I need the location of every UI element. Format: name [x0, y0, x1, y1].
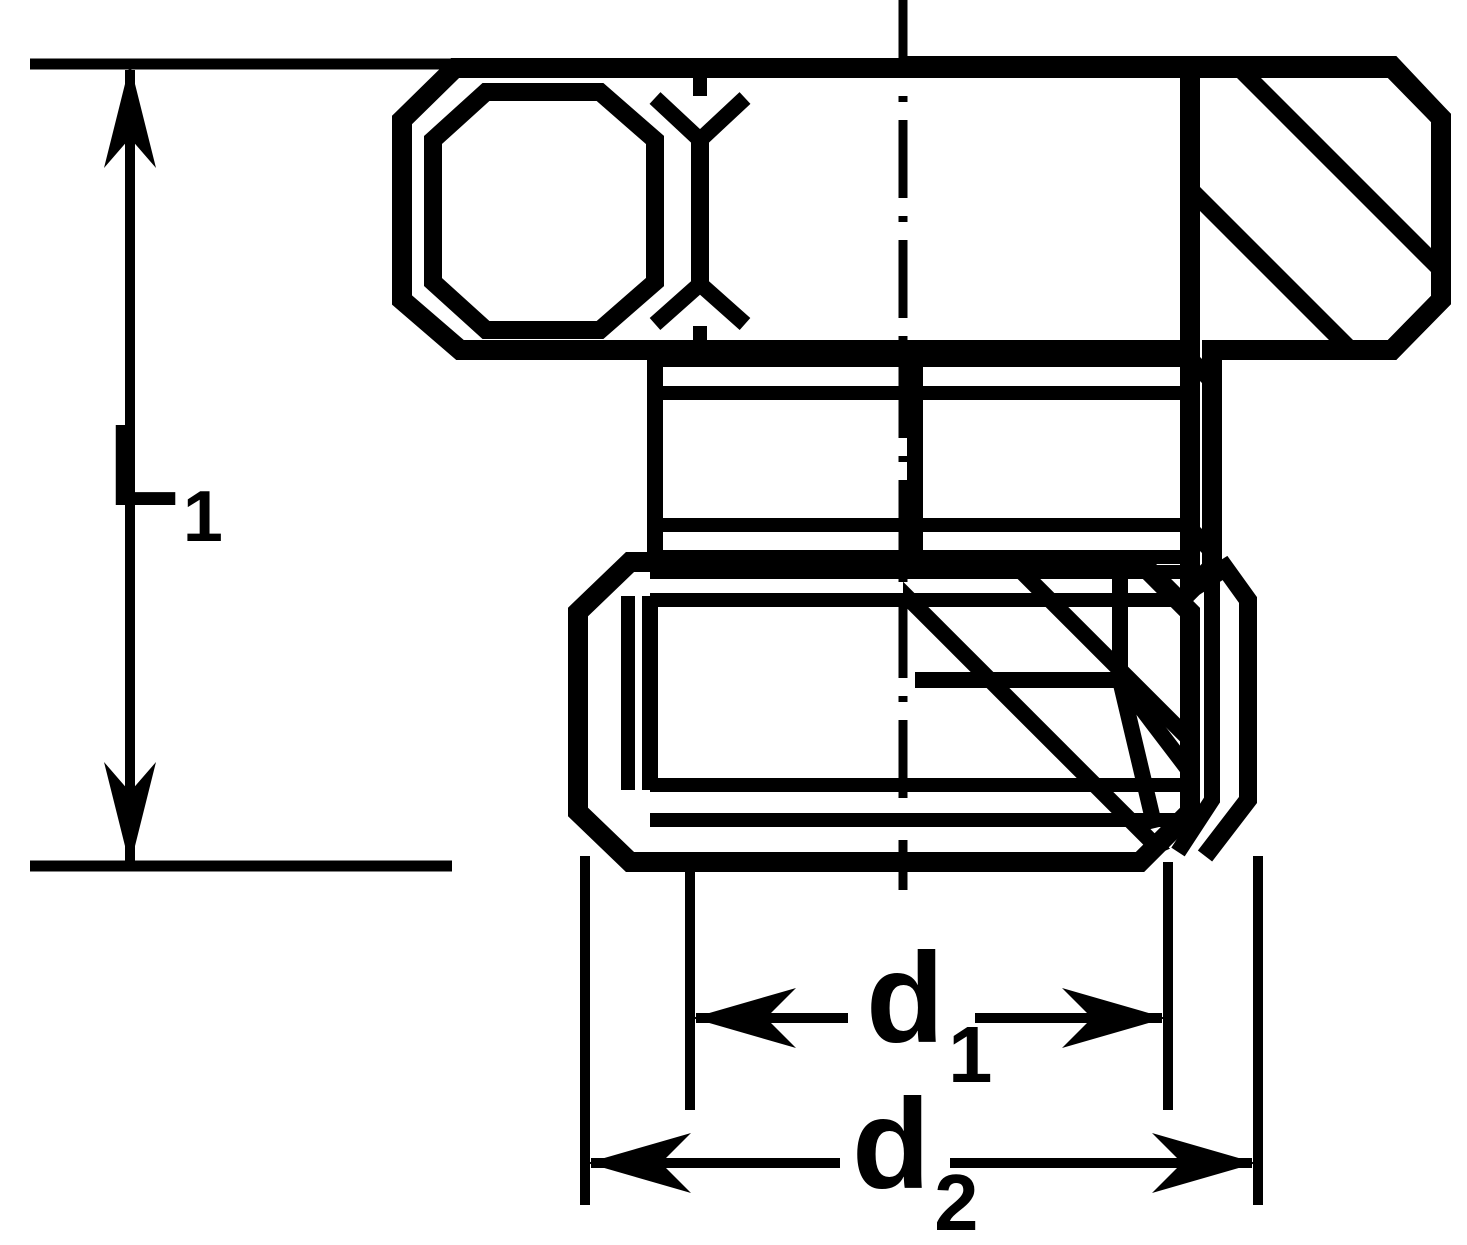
- nut-body-outline: [568, 552, 1200, 872]
- dimension-label-L1-symbol: L: [108, 400, 179, 530]
- shank-right-wall: [1180, 350, 1220, 566]
- dimension-label-d1-symbol: d: [866, 927, 944, 1070]
- internal-bore-chamfer: [915, 560, 1197, 830]
- hex-head-front-face: [424, 83, 664, 339]
- dimension-label-d2-symbol: d: [852, 1073, 930, 1216]
- dimension-label-L1-subscript: 1: [183, 477, 223, 557]
- part-geometry: [392, 56, 1451, 872]
- threaded-shank: [647, 353, 1190, 564]
- dimension-label-d1: d1: [866, 927, 992, 1099]
- dimension-layer: L1 d1 d2: [30, 0, 1263, 1245]
- body-section-hatching: [903, 566, 1190, 866]
- lower-right-chamfer: [1171, 555, 1257, 862]
- dimension-label-d2: d2: [852, 1073, 978, 1245]
- dimension-label-L1: L1: [108, 400, 223, 557]
- head-section-boundary: [903, 56, 1451, 615]
- dimension-label-d1-subscript: 1: [948, 1010, 992, 1099]
- hex-head-chamfer-lines: [649, 70, 751, 350]
- dimension-label-d2-subscript: 2: [934, 1158, 978, 1245]
